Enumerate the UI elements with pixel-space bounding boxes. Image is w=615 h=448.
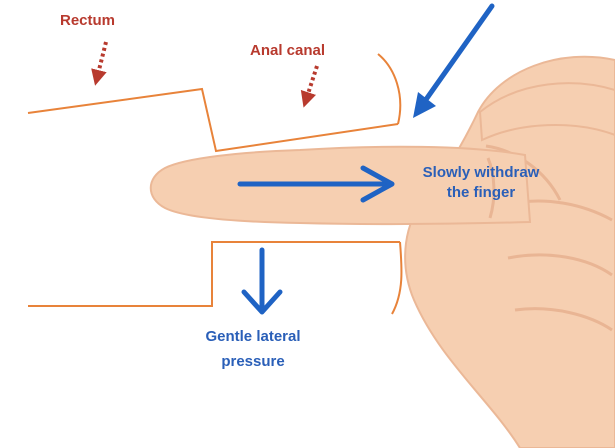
anal-verge-upper-curve <box>378 54 400 124</box>
withdraw-label-line2: the finger <box>447 184 515 201</box>
insertion-arrow <box>413 6 492 118</box>
pressure-label-line1: Gentle lateral <box>205 328 300 345</box>
pressure-label-line2: pressure <box>221 353 284 370</box>
lateral-pressure-arrow <box>244 250 280 312</box>
anal-canal-pointer-arrow <box>306 66 317 100</box>
anal-verge-lower-curve <box>392 242 402 314</box>
upper-rectal-wall <box>28 89 398 151</box>
anal-canal-label: Anal canal <box>250 42 325 59</box>
examining-hand <box>151 57 615 448</box>
lower-rectal-wall <box>28 242 400 306</box>
rectum-label: Rectum <box>60 12 115 29</box>
withdraw-label-line1: Slowly withdraw <box>423 164 540 181</box>
rectum-pointer-arrow <box>97 42 106 78</box>
